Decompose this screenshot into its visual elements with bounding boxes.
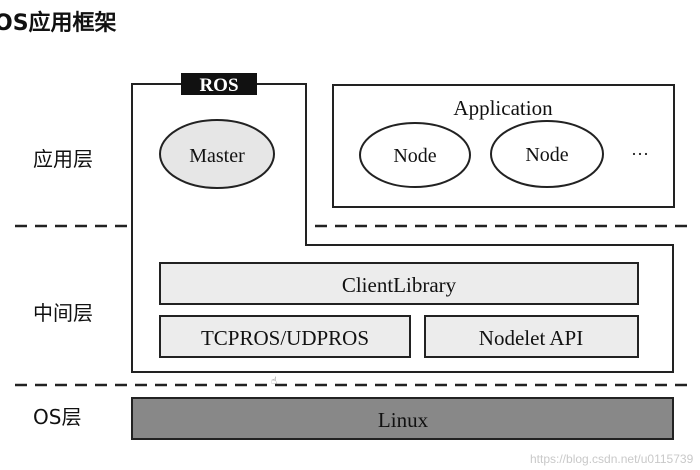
client-library-box [159,262,639,305]
ros-tag [181,73,257,95]
app-ellipsis: ··· [631,144,649,164]
page-title: OS应用框架 [0,10,117,36]
nodelet-label: Nodelet API [479,326,583,350]
app-node-2 [490,120,604,188]
watermark: https://blog.csdn.net/u0115739 [530,452,694,466]
tcpros-box [159,315,411,358]
master-node [159,119,275,189]
master-label: Master [189,145,245,167]
layer-label-os: OS层 [33,405,81,429]
linux-box [131,397,674,440]
linux-label: Linux [378,408,429,432]
application-title: Application [453,96,553,120]
layer-label-middle: 中间层 [33,301,93,325]
app-node-2-label: Node [525,144,568,166]
app-node-1 [359,122,471,188]
nodelet-box [424,315,639,358]
app-node-1-label: Node [393,145,436,167]
cursor-icon: ☝ [271,376,277,387]
tcpros-label: TCPROS/UDPROS [201,326,369,350]
ros-tag-label: ROS [199,75,238,96]
layer-label-app: 应用层 [33,147,93,171]
client-library-label: ClientLibrary [342,273,457,297]
